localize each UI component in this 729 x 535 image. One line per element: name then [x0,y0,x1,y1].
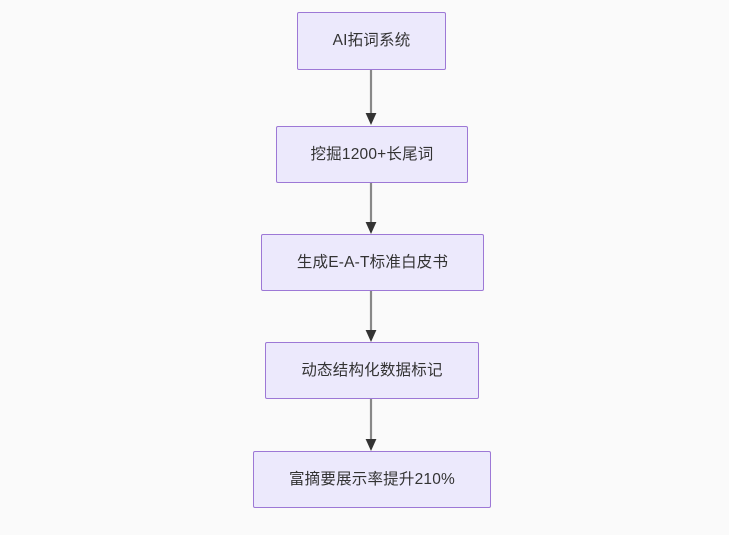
flow-edge-n1-n2 [365,70,377,126]
flow-node-label: 生成E-A-T标准白皮书 [296,253,449,271]
flow-node-label: 动态结构化数据标记 [301,361,443,379]
flow-edge-n3-n4 [365,291,377,343]
flow-node-dynamic-structured-data-markup[interactable]: 动态结构化数据标记 [265,342,479,399]
flow-node-generate-eat-whitepaper[interactable]: 生成E-A-T标准白皮书 [261,234,484,291]
flow-edge-n4-n5 [365,399,377,452]
flow-node-label: AI拓词系统 [332,32,411,50]
flow-edge-n2-n3 [365,183,377,235]
flow-node-ai-keyword-system[interactable]: AI拓词系统 [297,12,446,70]
flow-node-mine-longtail-keywords[interactable]: 挖掘1200+长尾词 [276,126,468,183]
flow-node-rich-snippet-impression-uplift[interactable]: 富摘要展示率提升210% [253,451,491,508]
flow-node-label: 富摘要展示率提升210% [288,470,456,488]
flow-node-label: 挖掘1200+长尾词 [310,145,434,163]
